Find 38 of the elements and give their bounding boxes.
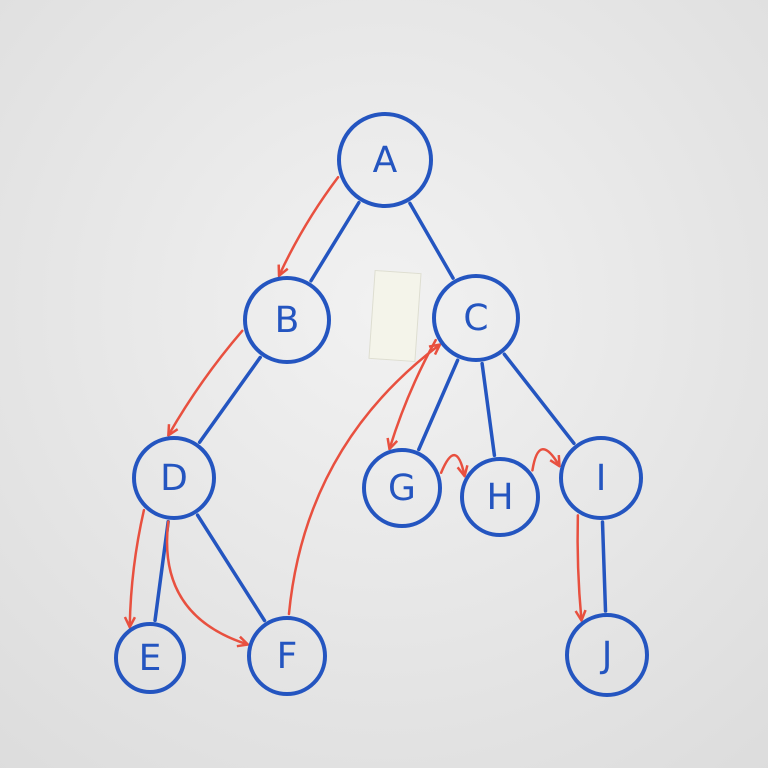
node-label: I	[596, 458, 606, 498]
traversal-arrow	[574, 514, 587, 622]
node-label: E	[138, 638, 162, 678]
tree-line	[309, 200, 361, 283]
node-circle	[114, 622, 186, 694]
tree-line	[153, 520, 170, 622]
tree-line	[198, 356, 262, 444]
tree-line	[600, 520, 608, 613]
node-circle	[559, 436, 643, 520]
node-circle	[362, 448, 442, 528]
tree-line	[417, 358, 460, 452]
node-label: F	[276, 636, 298, 676]
node-label: D	[160, 458, 188, 498]
traversal-arrow	[167, 330, 244, 437]
tree-line	[502, 352, 576, 446]
tree-line	[480, 362, 496, 458]
traversal-arrow	[124, 508, 146, 628]
node-label: G	[388, 468, 416, 508]
traversal-arrow	[278, 176, 340, 277]
tree-line	[408, 202, 455, 280]
node-circle	[460, 457, 540, 537]
node-circle	[432, 274, 520, 362]
node-label: A	[372, 140, 398, 180]
node-label: H	[486, 476, 514, 518]
node-circle	[132, 436, 216, 520]
node-label: J	[602, 634, 612, 676]
traversal-arrow	[166, 520, 250, 648]
node-label: B	[274, 300, 300, 340]
traversal-arrow	[386, 338, 437, 450]
node-circle	[247, 616, 327, 696]
traversal-arrow	[531, 448, 561, 472]
node-circle	[243, 276, 331, 364]
traversal-arrow	[440, 454, 468, 478]
node-circle	[337, 112, 433, 208]
tree-line	[196, 513, 266, 622]
node-label: C	[463, 298, 489, 338]
traversal-arrow	[288, 343, 442, 616]
node-circle	[565, 613, 649, 697]
